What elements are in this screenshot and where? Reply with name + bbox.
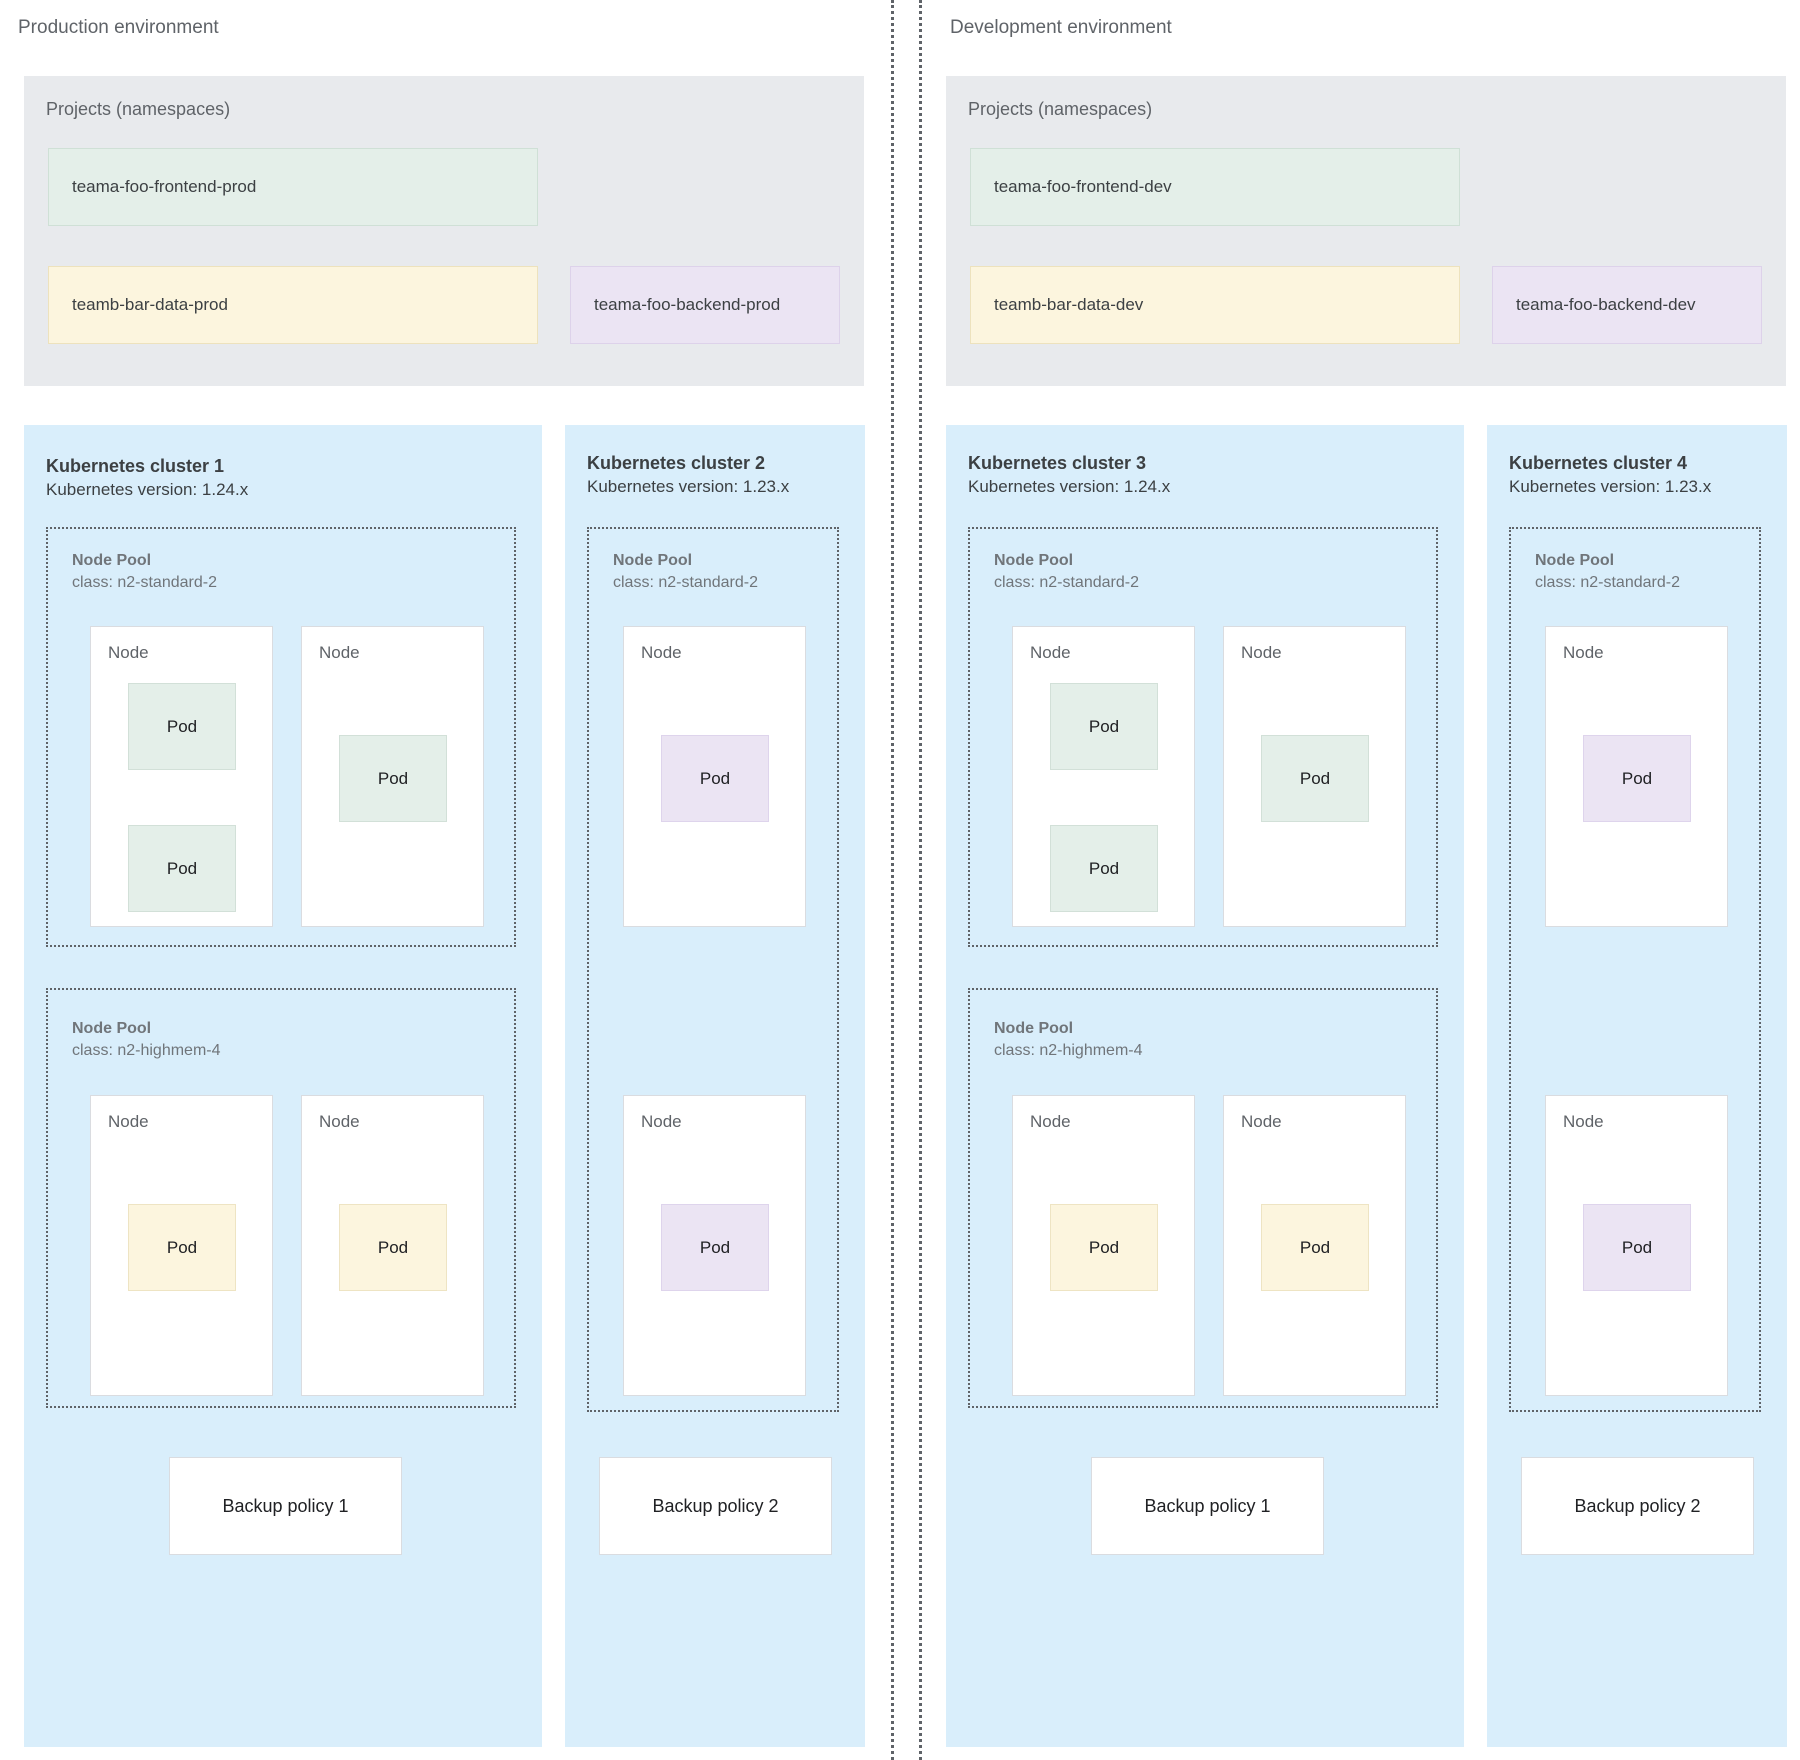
pod-box[interactable]: Pod: [1050, 825, 1158, 912]
namespace-box[interactable]: teama-foo-frontend-prod: [48, 148, 538, 226]
node-pool-class: class: n2-highmem-4: [72, 1042, 221, 1059]
namespace-box[interactable]: teama-foo-frontend-dev: [970, 148, 1460, 226]
kubernetes-cluster-2: Kubernetes cluster 2 Kubernetes version:…: [565, 425, 865, 1747]
environment-title-production: Production environment: [18, 17, 219, 38]
node-label: Node: [1241, 1112, 1282, 1131]
node-label: Node: [319, 1112, 360, 1131]
cluster-title: Kubernetes cluster 2: [587, 453, 766, 473]
cluster-version: Kubernetes version: 1.24.x: [46, 480, 249, 499]
node-pool-class: class: n2-standard-2: [1535, 574, 1680, 591]
projects-panel-production: Projects (namespaces) teama-foo-frontend…: [24, 76, 864, 386]
node-box: Node Pod Pod: [90, 626, 273, 927]
pod-box[interactable]: Pod: [339, 735, 447, 822]
cluster-version: Kubernetes version: 1.23.x: [1509, 477, 1712, 496]
node-box: Node Pod: [1545, 626, 1728, 927]
node-label: Node: [108, 643, 149, 662]
node-label: Node: [1030, 1112, 1071, 1131]
node-pool-label: Node Pool: [613, 552, 693, 569]
pod-box[interactable]: Pod: [661, 735, 769, 822]
node-box: Node Pod: [301, 1095, 484, 1396]
node-label: Node: [641, 643, 682, 662]
node-pool-label: Node Pool: [72, 1020, 152, 1037]
cluster-title: Kubernetes cluster 1: [46, 456, 225, 476]
node-label: Node: [1563, 1112, 1604, 1131]
backup-policy-box[interactable]: Backup policy 1: [169, 1457, 402, 1555]
node-pool-class: class: n2-standard-2: [994, 574, 1139, 591]
node-pool-box: [587, 527, 839, 1412]
cluster-title: Kubernetes cluster 4: [1509, 453, 1688, 473]
node-pool-class: class: n2-standard-2: [613, 574, 758, 591]
node-box: Node Pod Pod: [1012, 626, 1195, 927]
cluster-title: Kubernetes cluster 3: [968, 453, 1147, 473]
node-label: Node: [108, 1112, 149, 1131]
pod-box[interactable]: Pod: [128, 1204, 236, 1291]
node-box: Node Pod: [1545, 1095, 1728, 1396]
pod-box[interactable]: Pod: [1261, 1204, 1369, 1291]
pod-box[interactable]: Pod: [128, 683, 236, 770]
node-pool-box: [46, 527, 516, 947]
kubernetes-cluster-4: Kubernetes cluster 4 Kubernetes version:…: [1487, 425, 1787, 1747]
namespace-box[interactable]: teamb-bar-data-prod: [48, 266, 538, 344]
node-pool-label: Node Pool: [994, 1020, 1074, 1037]
namespace-box[interactable]: teama-foo-backend-dev: [1492, 266, 1762, 344]
backup-policy-box[interactable]: Backup policy 1: [1091, 1457, 1324, 1555]
namespace-box[interactable]: teamb-bar-data-dev: [970, 266, 1460, 344]
node-box: Node Pod: [1223, 626, 1406, 927]
environment-title-development: Development environment: [950, 17, 1172, 38]
node-pool-box: [46, 988, 516, 1408]
pod-box[interactable]: Pod: [339, 1204, 447, 1291]
node-pool-class: class: n2-standard-2: [72, 574, 217, 591]
node-pool-label: Node Pool: [994, 552, 1074, 569]
node-label: Node: [1030, 643, 1071, 662]
pod-box[interactable]: Pod: [1583, 735, 1691, 822]
pod-box[interactable]: Pod: [661, 1204, 769, 1291]
pod-box[interactable]: Pod: [1583, 1204, 1691, 1291]
node-label: Node: [1241, 643, 1282, 662]
backup-policy-box[interactable]: Backup policy 2: [1521, 1457, 1754, 1555]
node-box: Node Pod: [1223, 1095, 1406, 1396]
projects-panel-development: Projects (namespaces) teama-foo-frontend…: [946, 76, 1786, 386]
cluster-version: Kubernetes version: 1.23.x: [587, 477, 790, 496]
kubernetes-cluster-1: Kubernetes cluster 1 Kubernetes version:…: [24, 425, 542, 1747]
pod-box[interactable]: Pod: [1050, 683, 1158, 770]
pod-box[interactable]: Pod: [1050, 1204, 1158, 1291]
node-box: Node Pod: [623, 626, 806, 927]
node-pool-box: [968, 988, 1438, 1408]
node-label: Node: [641, 1112, 682, 1131]
kubernetes-cluster-3: Kubernetes cluster 3 Kubernetes version:…: [946, 425, 1464, 1747]
projects-heading: Projects (namespaces): [46, 99, 231, 119]
node-box: Node Pod: [90, 1095, 273, 1396]
node-pool-label: Node Pool: [1535, 552, 1615, 569]
projects-heading: Projects (namespaces): [968, 99, 1153, 119]
node-pool-label: Node Pool: [72, 552, 152, 569]
node-box: Node Pod: [623, 1095, 806, 1396]
node-pool-box: [1509, 527, 1761, 1412]
pod-box[interactable]: Pod: [1261, 735, 1369, 822]
environment-divider-right: [919, 0, 922, 1760]
node-label: Node: [1563, 643, 1604, 662]
node-box: Node Pod: [301, 626, 484, 927]
environment-divider-left: [891, 0, 894, 1760]
node-box: Node Pod: [1012, 1095, 1195, 1396]
cluster-version: Kubernetes version: 1.24.x: [968, 477, 1171, 496]
backup-policy-box[interactable]: Backup policy 2: [599, 1457, 832, 1555]
node-pool-class: class: n2-highmem-4: [994, 1042, 1143, 1059]
pod-box[interactable]: Pod: [128, 825, 236, 912]
node-label: Node: [319, 643, 360, 662]
namespace-box[interactable]: teama-foo-backend-prod: [570, 266, 840, 344]
node-pool-box: [968, 527, 1438, 947]
